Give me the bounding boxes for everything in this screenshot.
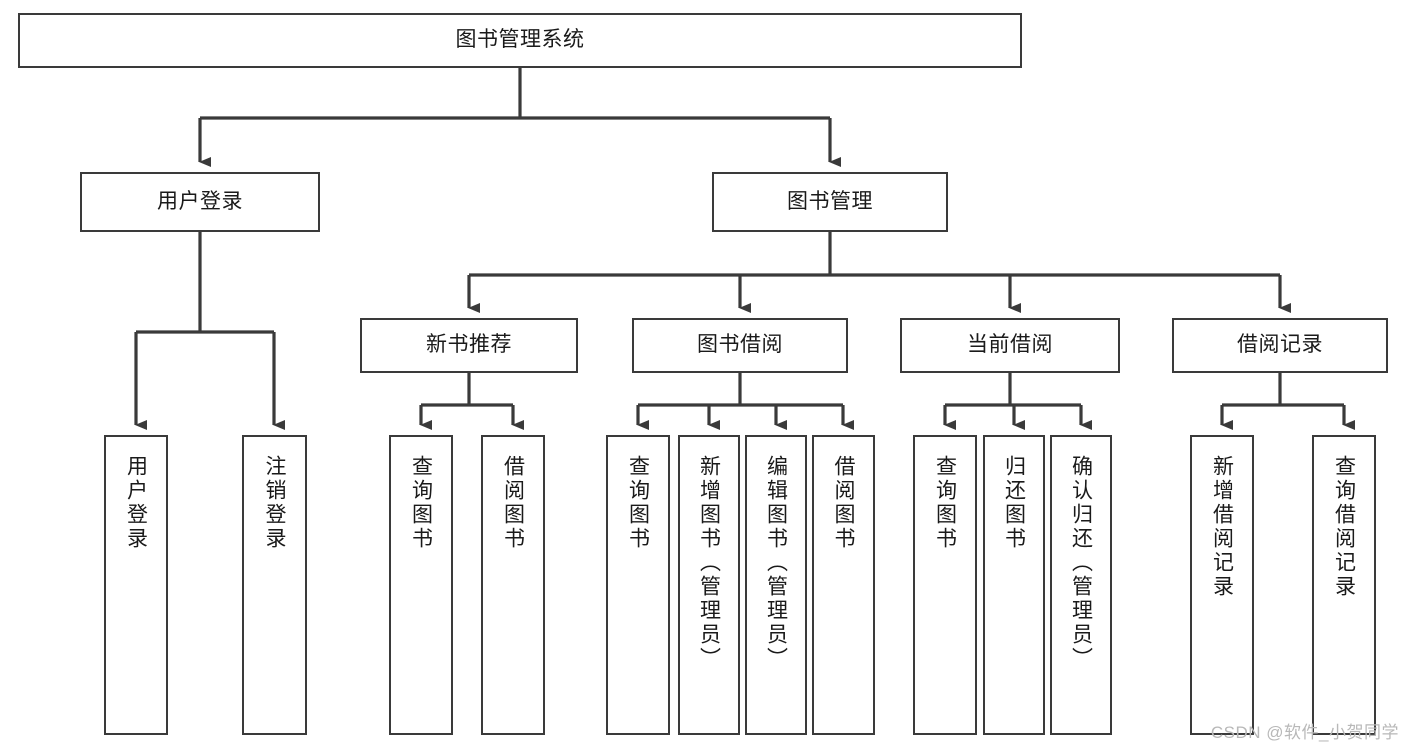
- node-level3-borrowing-records[interactable]: 借阅记录: [1172, 318, 1388, 373]
- node-leaf-borrow-book-recommend[interactable]: 借阅图书: [481, 435, 545, 735]
- node-label: 新增图书（管理员）: [697, 455, 721, 671]
- node-leaf-add-borrowing-record[interactable]: 新增借阅记录: [1190, 435, 1254, 735]
- node-leaf-query-borrowing-record[interactable]: 查询借阅记录: [1312, 435, 1376, 735]
- node-label: 归还图书: [1002, 455, 1026, 551]
- node-leaf-edit-book-admin[interactable]: 编辑图书（管理员）: [745, 435, 807, 735]
- watermark: CSDN @软件_小贺同学: [1210, 723, 1399, 742]
- node-label: 图书管理: [787, 189, 873, 213]
- node-leaf-logout[interactable]: 注销登录: [242, 435, 307, 735]
- node-label: 查询借阅记录: [1332, 455, 1356, 599]
- node-label: 用户登录: [124, 455, 148, 551]
- node-label: 当前借阅: [967, 333, 1053, 357]
- node-level2-book-management[interactable]: 图书管理: [712, 172, 948, 232]
- node-leaf-user-login[interactable]: 用户登录: [104, 435, 168, 735]
- node-label: 确认归还（管理员）: [1069, 455, 1093, 671]
- node-leaf-query-book-current[interactable]: 查询图书: [913, 435, 977, 735]
- node-label: 借阅记录: [1237, 333, 1323, 357]
- node-label: 借阅图书: [501, 455, 525, 551]
- node-leaf-borrow-book[interactable]: 借阅图书: [812, 435, 875, 735]
- node-level3-new-book-recommendation[interactable]: 新书推荐: [360, 318, 578, 373]
- node-label: 借阅图书: [832, 455, 855, 551]
- node-root[interactable]: 图书管理系统: [18, 13, 1022, 68]
- node-leaf-query-book-recommend[interactable]: 查询图书: [389, 435, 453, 735]
- node-label: 图书借阅: [697, 333, 783, 357]
- node-root-label: 图书管理系统: [455, 28, 585, 52]
- node-level3-current-borrowing[interactable]: 当前借阅: [900, 318, 1120, 373]
- node-label: 用户登录: [157, 189, 243, 213]
- node-label: 查询图书: [626, 455, 650, 551]
- node-level3-book-borrowing[interactable]: 图书借阅: [632, 318, 848, 373]
- node-leaf-add-book-admin[interactable]: 新增图书（管理员）: [678, 435, 740, 735]
- node-leaf-return-book[interactable]: 归还图书: [983, 435, 1045, 735]
- node-label: 查询图书: [933, 455, 957, 551]
- node-label: 新增借阅记录: [1210, 455, 1234, 599]
- node-leaf-confirm-return-admin[interactable]: 确认归还（管理员）: [1050, 435, 1112, 735]
- node-label: 编辑图书（管理员）: [764, 455, 788, 671]
- node-label: 新书推荐: [426, 333, 512, 357]
- node-leaf-query-book-borrowing[interactable]: 查询图书: [606, 435, 670, 735]
- node-label: 查询图书: [409, 455, 433, 551]
- node-label: 注销登录: [263, 455, 286, 551]
- node-level2-user-login[interactable]: 用户登录: [80, 172, 320, 232]
